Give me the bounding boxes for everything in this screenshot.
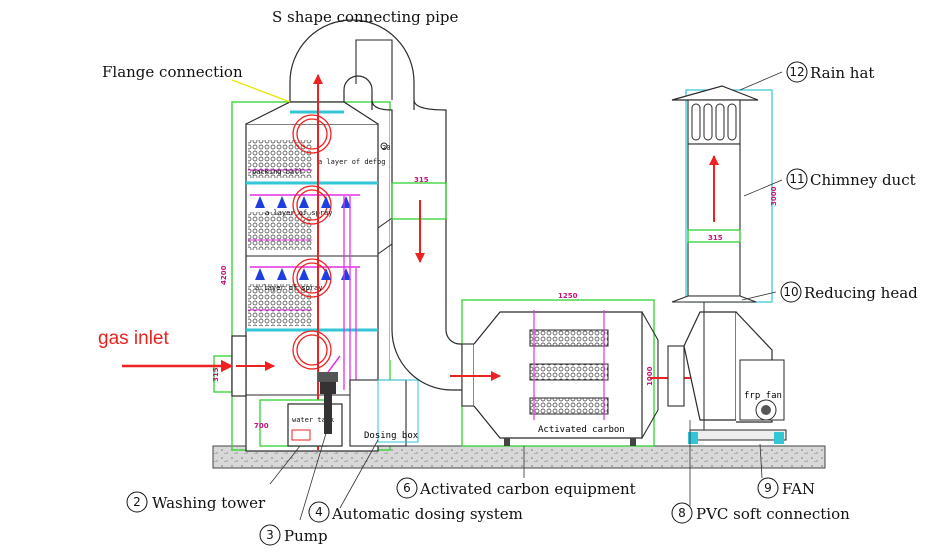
svg-text:12: 12 [789, 65, 804, 79]
callout-reducing: 10 Reducing head [780, 281, 918, 303]
pvc-label: PVC soft connection [696, 505, 850, 523]
dosing-label: Automatic dosing system [331, 505, 523, 523]
callout-washing: 2 Washing tower [126, 491, 266, 513]
porthole-set [292, 114, 332, 370]
svg-text:10: 10 [783, 285, 798, 299]
packing-layer-2 [248, 212, 312, 250]
fan-label: FAN [782, 480, 815, 498]
reducing-label: Reducing head [804, 284, 918, 302]
tower-height-dim: 4200 [220, 265, 228, 285]
packing-layer-1 [248, 140, 312, 178]
flange-label: Flange connection [102, 63, 243, 81]
rain-hat-label: Rain hat [810, 64, 874, 82]
tank-dim: 700 [254, 422, 269, 430]
chimney: 315 3000 [671, 85, 778, 303]
frp-fan-text: frp fan [744, 391, 782, 401]
callout-dosing: 4 Automatic dosing system [308, 501, 523, 523]
svg-text:9: 9 [764, 481, 772, 495]
dosing-box: Dosing box [349, 379, 419, 447]
callout-carbon: 6 Activated carbon equipment [396, 477, 636, 499]
inlet-dim: 315 [212, 367, 220, 382]
callout-chimney: 11 Chimney duct [786, 168, 916, 190]
callout-fan: 9 FAN [757, 477, 815, 499]
svg-text:3: 3 [266, 528, 274, 542]
gas-inlet-duct: 315 [122, 335, 275, 397]
carbon-height-dim: 1000 [646, 366, 654, 386]
callout-rain-hat: 12 Rain hat [786, 61, 874, 83]
spray-layer-text-2: a layer of spray [255, 284, 322, 292]
spray-layer-text-1: a layer of spray [265, 209, 332, 217]
svg-text:11: 11 [789, 172, 804, 186]
packing-text: packing ball [252, 168, 303, 176]
svg-text:6: 6 [403, 481, 411, 495]
carbon-trays [529, 329, 609, 415]
water-tank: water tank 700 [254, 399, 343, 447]
water-tank-text: water tank [292, 416, 335, 424]
activated-carbon-box: Activated carbon 1250 1000 [450, 292, 717, 447]
svg-text:2: 2 [133, 495, 141, 509]
leader-lines [231, 71, 783, 521]
activated-carbon-text: Activated carbon [538, 425, 625, 435]
carbon-width-dim: 1250 [558, 292, 578, 300]
chimney-315-dim: 315 [708, 234, 723, 242]
defog-layer-text: a layer of defog [318, 158, 385, 166]
washing-tower: a layer of defog a layer of spray a laye… [220, 74, 395, 452]
s-pipe-label: S shape connecting pipe [272, 8, 458, 26]
chimney-height-dim: 3000 [770, 186, 778, 206]
packing-layer-3 [248, 284, 312, 326]
pipe-315-dim: 315 [414, 176, 429, 184]
gas-inlet-label: gas inlet [98, 328, 169, 349]
svg-text:4: 4 [315, 505, 323, 519]
callout-pump: 3 Pump [259, 524, 328, 546]
dosing-box-text: Dosing box [364, 431, 419, 441]
svg-text:8: 8 [678, 506, 686, 520]
pump-label: Pump [284, 527, 328, 545]
washing-label: Washing tower [152, 494, 266, 512]
s-shape-pipe: 315 [289, 19, 462, 391]
carbon-equipment-label: Activated carbon equipment [419, 480, 636, 498]
chimney-label: Chimney duct [810, 171, 916, 189]
pump [318, 355, 341, 434]
top-200-dim: 200 [382, 144, 395, 152]
callout-pvc: 8 PVC soft connection [671, 502, 850, 524]
frp-fan: frp fan [667, 300, 787, 444]
